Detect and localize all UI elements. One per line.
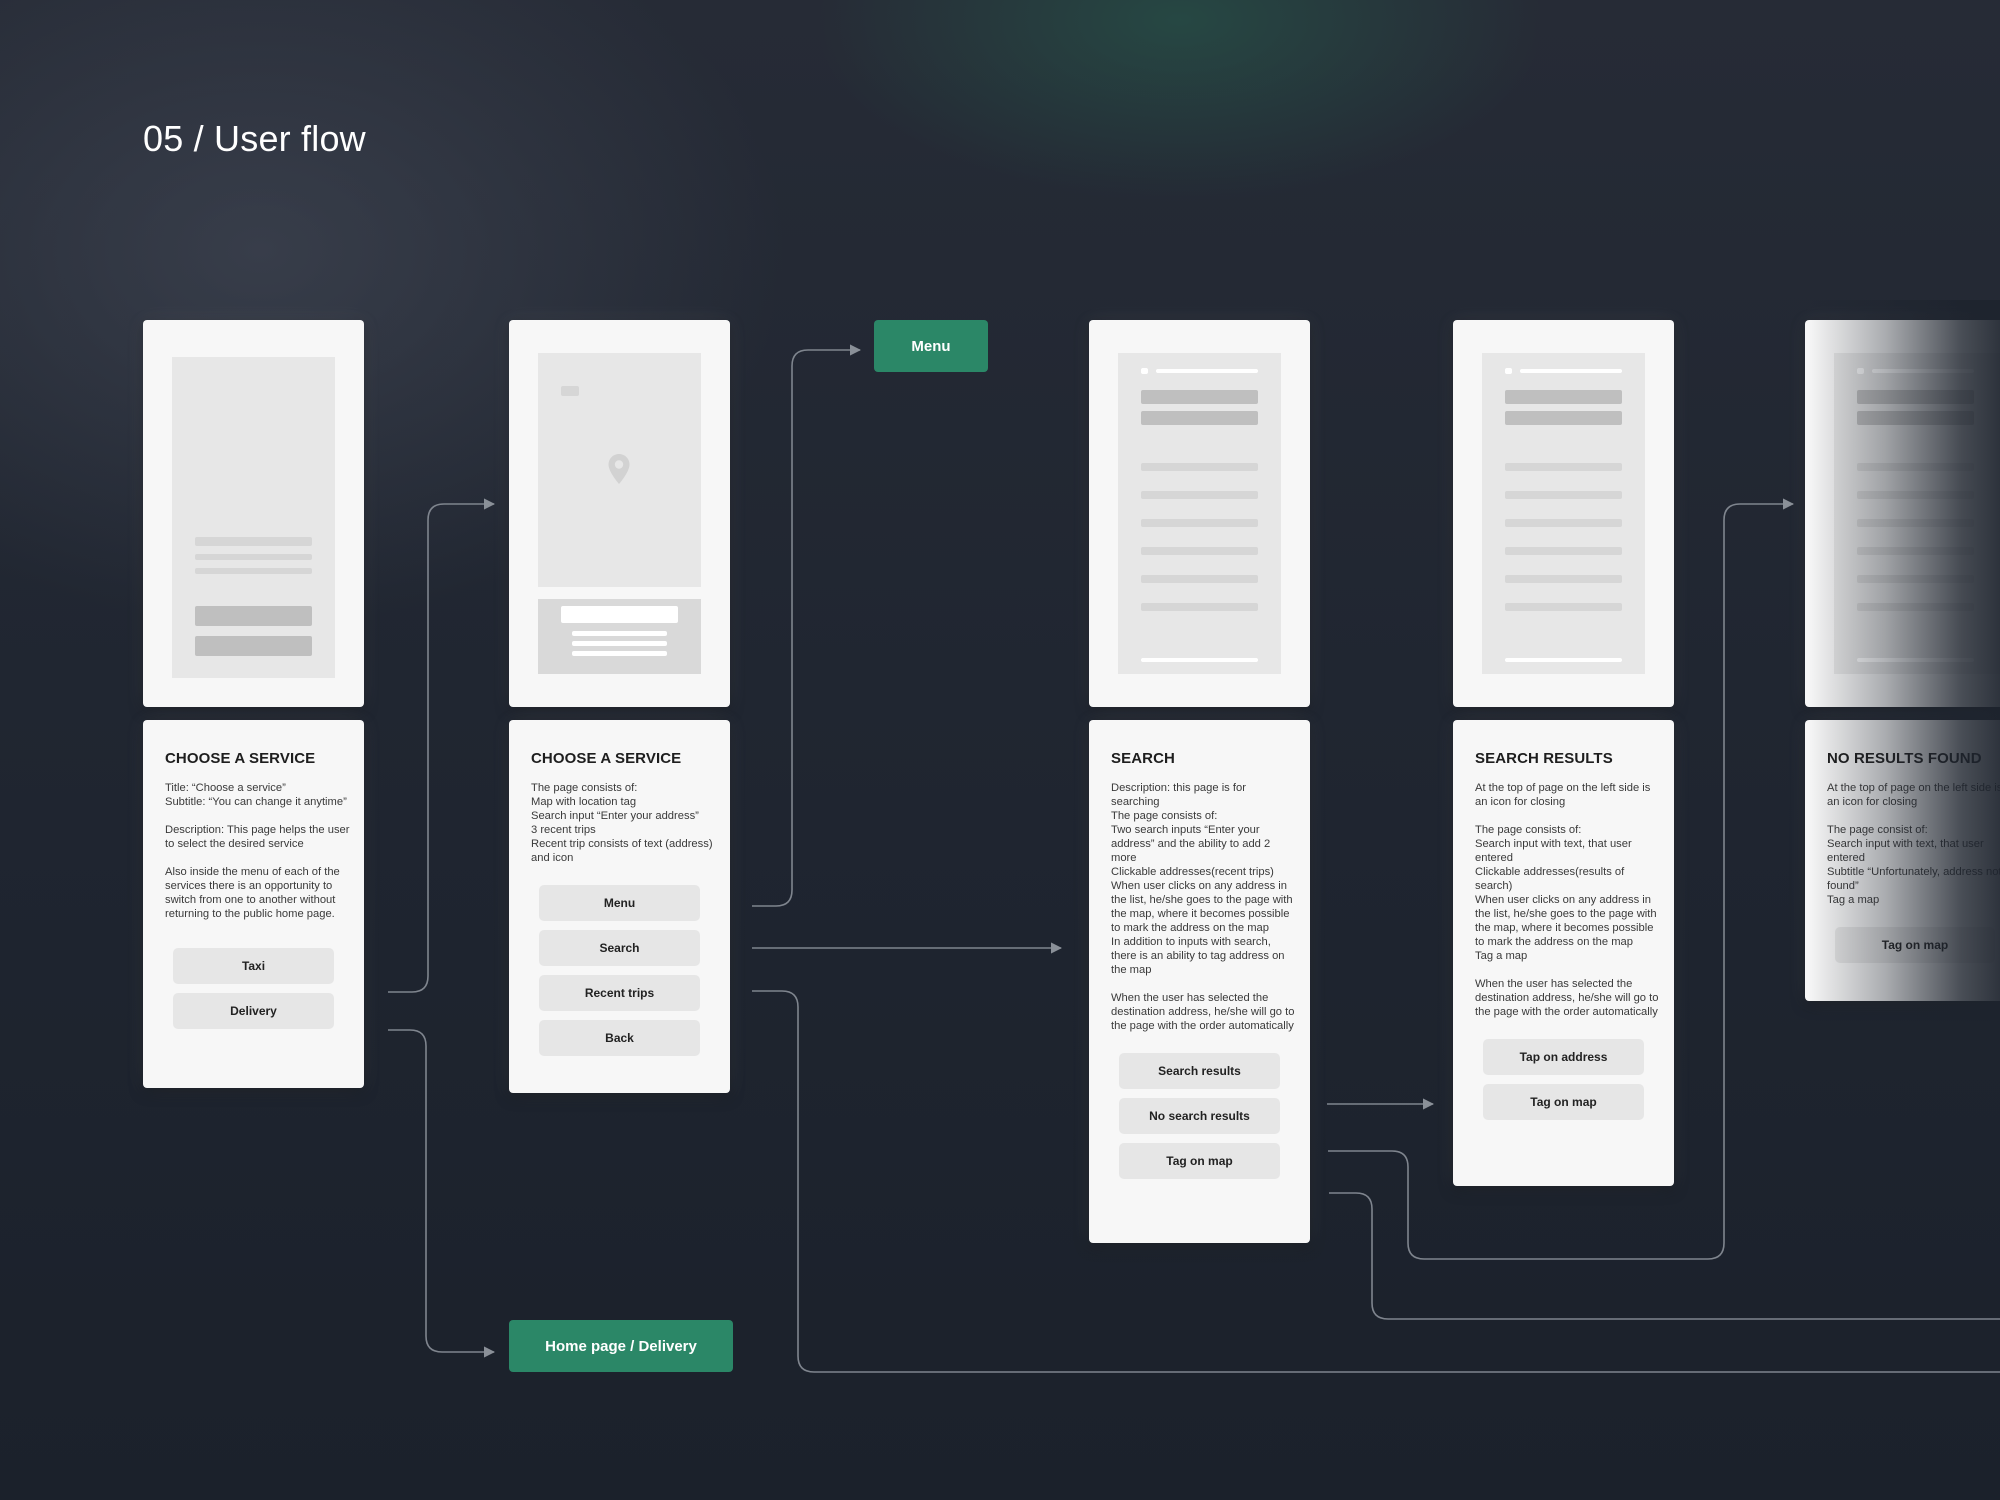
wireframe-line <box>1857 658 1974 662</box>
card-search-results: SEARCH RESULTS At the top of page on the… <box>1453 720 1674 1186</box>
wireframe-line <box>1505 491 1622 499</box>
wireframe-line <box>1505 519 1622 527</box>
wireframe-line <box>1141 575 1258 583</box>
wireframe-button <box>195 636 312 656</box>
connector-taxi-to-choose-service <box>388 498 496 993</box>
wireframe-line <box>1857 491 1974 499</box>
tap-on-address-button[interactable]: Tap on address <box>1483 1039 1644 1075</box>
wireframe-line <box>1505 547 1622 555</box>
connector-recent-trips <box>752 990 2000 1373</box>
wireframe-search-input <box>561 606 678 623</box>
location-pin-icon <box>608 454 630 484</box>
search-results-button[interactable]: Search results <box>1119 1053 1280 1089</box>
wireframe-line <box>572 631 667 636</box>
wireframe-line <box>572 641 667 646</box>
wireframe-line <box>1141 519 1258 527</box>
wireframe-line <box>1505 603 1622 611</box>
card-title: NO RESULTS FOUND <box>1827 750 1982 767</box>
wireframe-line <box>1520 369 1622 373</box>
connector-tag-on-map <box>1329 1192 2000 1320</box>
card-description: At the top of page on the left side is a… <box>1827 782 2000 906</box>
wireframe-line <box>1141 547 1258 555</box>
menu-pill[interactable]: Menu <box>874 320 988 372</box>
wireframe-line <box>1872 369 1974 373</box>
wireframe-line <box>572 651 667 656</box>
tag-on-map-button[interactable]: Tag on map <box>1835 927 1995 963</box>
wireframe-line <box>195 554 312 560</box>
recent-trips-button[interactable]: Recent trips <box>539 975 700 1011</box>
wireframe-line <box>1857 547 1974 555</box>
home-delivery-pill[interactable]: Home page / Delivery <box>509 1320 733 1372</box>
wireframe-line <box>1141 603 1258 611</box>
card-title: CHOOSE A SERVICE <box>165 750 316 767</box>
wireframe-line <box>1505 463 1622 471</box>
card-no-results-found: NO RESULTS FOUND At the top of page on t… <box>1805 720 2000 1001</box>
wireframe-line <box>1156 369 1258 373</box>
wireframe-screen <box>172 357 335 678</box>
back-button[interactable]: Back <box>539 1020 700 1056</box>
taxi-button[interactable]: Taxi <box>173 948 334 984</box>
wireframe-map-screen <box>509 320 730 707</box>
wireframe-close-icon <box>1505 368 1512 374</box>
card-search: SEARCH Description: this page is for sea… <box>1089 720 1310 1243</box>
page-title: 05 / User flow <box>143 118 366 159</box>
wireframe-line <box>1857 575 1974 583</box>
card-title: SEARCH RESULTS <box>1475 750 1613 767</box>
wireframe-line <box>1505 575 1622 583</box>
wireframe-input <box>1141 390 1258 404</box>
card-description: At the top of page on the left side is a… <box>1475 782 1659 1018</box>
menu-button[interactable]: Menu <box>539 885 700 921</box>
tag-on-map-button[interactable]: Tag on map <box>1483 1084 1644 1120</box>
wireframe-close-icon <box>1141 368 1148 374</box>
wireframe-input <box>1857 411 1974 425</box>
card-description: Title: “Choose a service” Subtitle: “You… <box>165 782 350 920</box>
wireframe-input <box>1141 411 1258 425</box>
wireframe-input <box>1505 390 1622 404</box>
tag-on-map-button[interactable]: Tag on map <box>1119 1143 1280 1179</box>
wireframe-line <box>1141 491 1258 499</box>
search-button[interactable]: Search <box>539 930 700 966</box>
wireframe-screen <box>1118 353 1281 674</box>
wireframe-line <box>195 568 312 574</box>
no-search-results-button[interactable]: No search results <box>1119 1098 1280 1134</box>
connector-delivery-to-home-delivery <box>388 1029 496 1358</box>
card-description: Description: this page is for searching … <box>1111 782 1295 1032</box>
card-choose-service: CHOOSE A SERVICE Title: “Choose a servic… <box>143 720 364 1088</box>
wireframe-input <box>1857 390 1974 404</box>
wireframe-search-screen <box>1089 320 1310 707</box>
wireframe-line <box>1141 463 1258 471</box>
wireframe-close-icon <box>1857 368 1864 374</box>
wireframe-choose-service <box>143 320 364 707</box>
connector-no-results-to-no-results-page <box>1328 498 1795 1260</box>
delivery-button[interactable]: Delivery <box>173 993 334 1029</box>
wireframe-line <box>195 537 312 546</box>
card-description: The page consists of: Map with location … <box>531 782 713 864</box>
card-choose-service-map: CHOOSE A SERVICE The page consists of: M… <box>509 720 730 1093</box>
wireframe-no-results-screen <box>1805 320 2000 707</box>
card-title: CHOOSE A SERVICE <box>531 750 682 767</box>
wireframe-menu-icon <box>561 386 579 396</box>
wireframe-screen <box>1482 353 1645 674</box>
wireframe-button <box>195 606 312 626</box>
wireframe-search-results-screen <box>1453 320 1674 707</box>
wireframe-line <box>1857 603 1974 611</box>
wireframe-input <box>1505 411 1622 425</box>
wireframe-line <box>1505 658 1622 662</box>
wireframe-line <box>1857 519 1974 527</box>
wireframe-line <box>1857 463 1974 471</box>
wireframe-line <box>1141 658 1258 662</box>
connector-menu-to-menu-pill <box>752 344 862 907</box>
card-title: SEARCH <box>1111 750 1175 767</box>
